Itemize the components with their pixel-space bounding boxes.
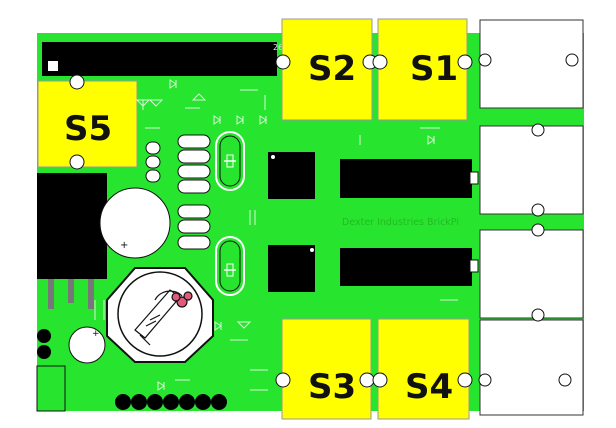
sensor-port-s1: S1 [372, 18, 473, 121]
jack-motor-d [479, 319, 584, 416]
bottom-header-pads [115, 394, 227, 410]
jack-motor-a [479, 19, 584, 109]
left-side-pads [37, 329, 51, 359]
board-title: Dexter Industries BrickPi [342, 217, 459, 228]
port-label-s3: S3 [308, 367, 356, 407]
port-label-s1: S1 [410, 49, 458, 89]
voltage-regulator [37, 173, 107, 279]
gpio-pin1-marker [48, 61, 58, 71]
port-label-s5: S5 [64, 109, 112, 149]
port-label-s4: S4 [405, 367, 453, 407]
passive-components-lower [177, 204, 211, 250]
sensor-port-s2: S2 [275, 18, 378, 121]
sensor-port-s5: S5 [37, 74, 138, 170]
sensor-port-s3: S3 [275, 318, 375, 420]
svg-text:+: + [92, 329, 100, 339]
gpio-header [42, 42, 277, 76]
motor-driver-chip-1 [340, 159, 472, 198]
crystal-oscillator-icon [215, 131, 245, 191]
svg-text:+: + [120, 240, 128, 251]
port-label-s2: S2 [308, 49, 356, 89]
jack-motor-c [479, 229, 584, 319]
microcontroller-chip-2 [268, 245, 315, 292]
pcb-notch [36, 365, 66, 412]
jack-motor-b [479, 125, 584, 215]
sensor-port-s4: S4 [372, 318, 473, 420]
crystal-oscillator-icon [215, 236, 245, 296]
capacitor-icon: + [68, 326, 106, 364]
passive-components-small [145, 141, 161, 183]
motor-driver-chip-2 [340, 248, 472, 286]
capacitor-icon: + [99, 187, 171, 259]
silkscreen-markings [94, 79, 458, 391]
microcontroller-chip-1 [268, 152, 315, 199]
pin-26-label: 26 [273, 43, 283, 52]
passive-components-upper [177, 134, 211, 194]
raspberry-pi-logo-icon [134, 289, 193, 346]
battery-holder [106, 267, 214, 363]
